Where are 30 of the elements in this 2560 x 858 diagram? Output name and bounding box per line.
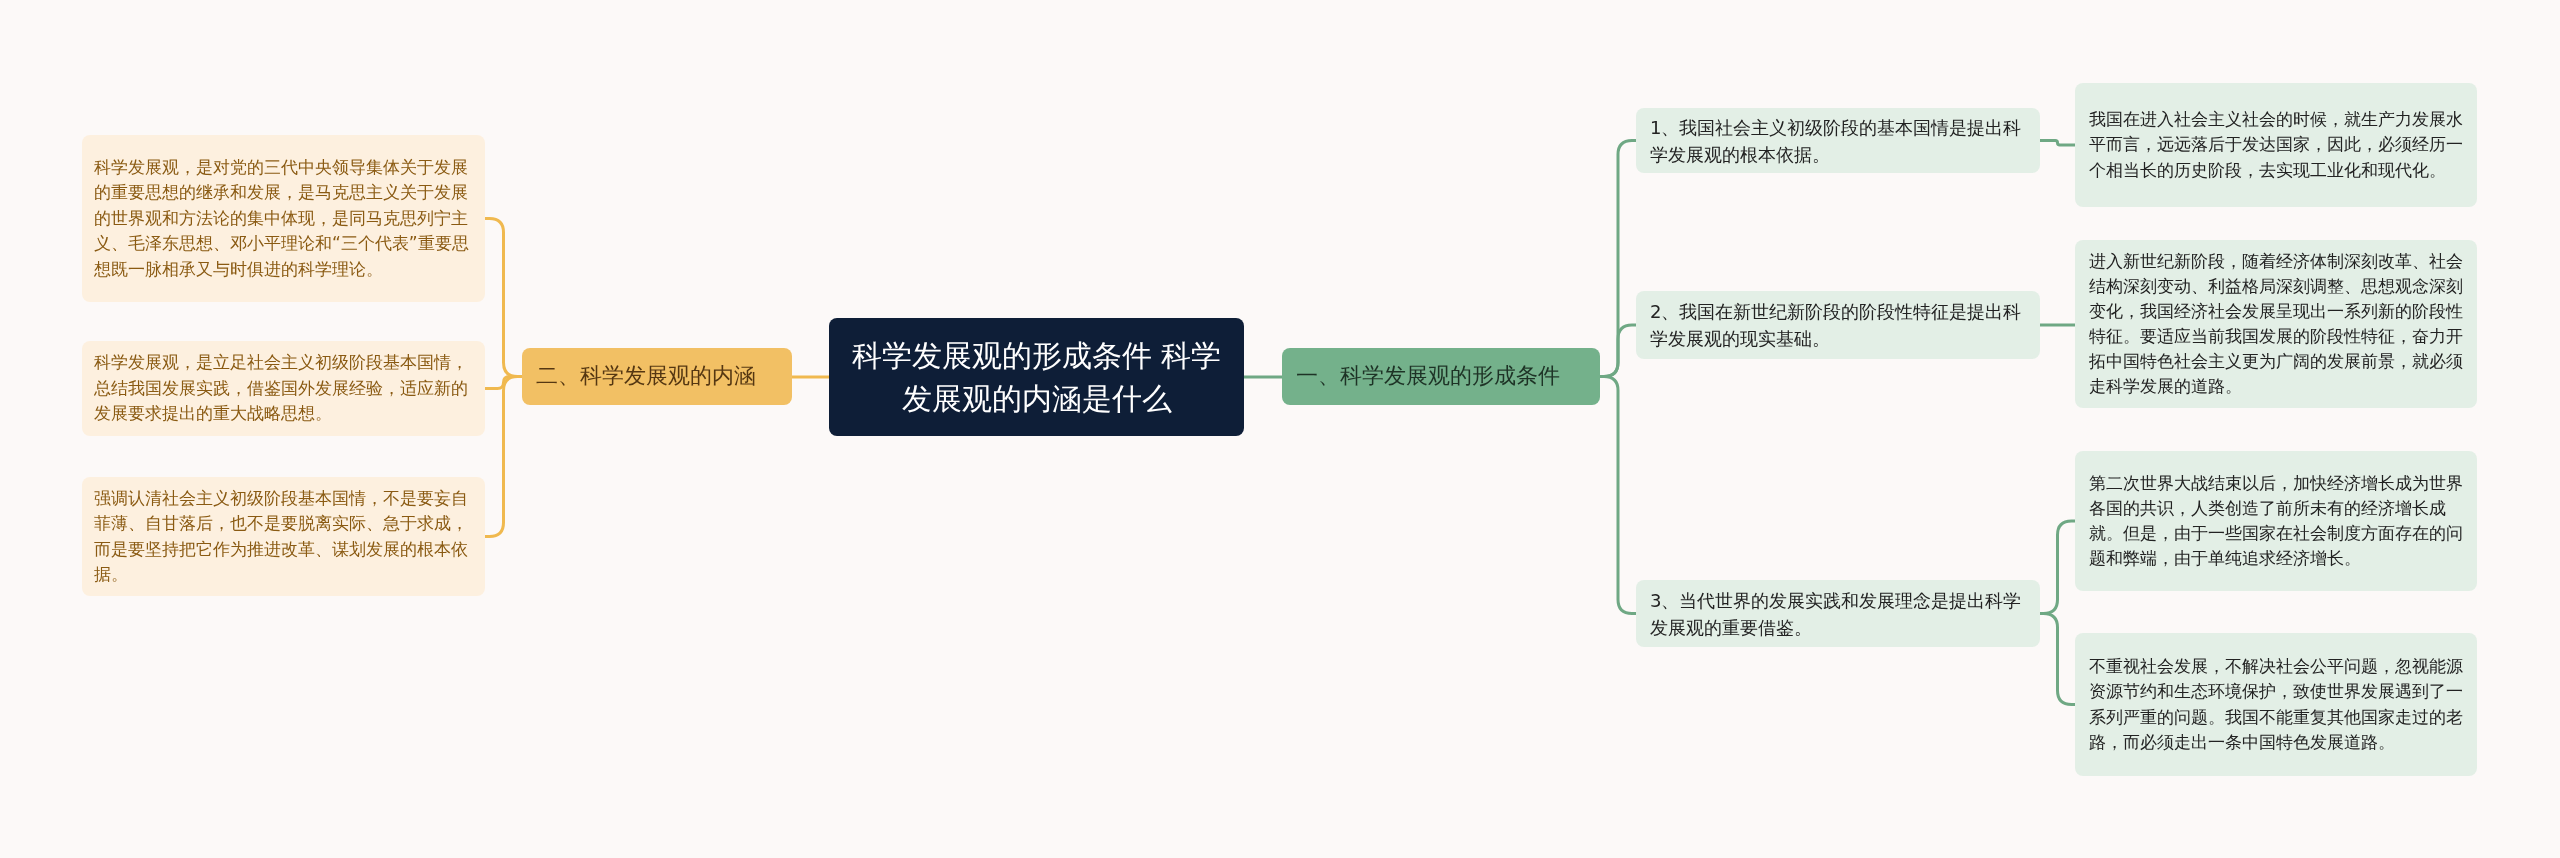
topic-text: 强调认清社会主义初级阶段基本国情，不是要妄自菲薄、自甘落后，也不是要脱离实际、急于求成，而是要坚持把它作为推进改革、谋划发展的根本依据。 [94, 486, 469, 586]
topic-text: 第二次世界大战结束以后，加快经济增长成为世界各国的共识，人类创造了前所未有的经济增长成就。但是，由于一些国家在社会制度方面存在的问题和弊端，由于单纯追求经济增长。 [2089, 471, 2463, 571]
connector-line [2040, 139, 2075, 147]
connector-line [2040, 323, 2075, 327]
detail-box [82, 135, 485, 302]
branch-box [522, 348, 792, 405]
subtopic-box [1636, 291, 2040, 359]
detail-box [2075, 240, 2477, 408]
topic-text: 1、我国社会主义初级阶段的基本国情是提出科学发展观的根本依据。 [1650, 115, 2023, 167]
topic-text: 3、当代世界的发展实践和发展理念是提出科学发展观的重要借鉴。 [1650, 588, 2023, 640]
topic-text: 科学发展观的形成条件 科学发展观的内涵是什么 [850, 336, 1223, 418]
subtopic-box [1636, 108, 2040, 173]
detail-box [2075, 83, 2477, 207]
detail-box [2075, 633, 2477, 776]
topic-text: 二、科学发展观的内涵 [536, 362, 756, 391]
topic-text: 2、我国在新世纪新阶段的阶段性特征是提出科学发展观的现实基础。 [1650, 300, 2023, 351]
connector-line [792, 375, 829, 379]
detail-box [82, 477, 485, 596]
branch-box [1282, 348, 1600, 405]
topic-text: 科学发展观，是对党的三代中央领导集体关于发展的重要思想的继承和发展，是马克思主义关于发展的世界观和方法论的集中体现，是同马克思列宁主义、毛泽东思想、邓小平理论和“三个代表”重要思想既一脉相承又与时俱进的科学理论。 [94, 155, 470, 281]
detail-box [2075, 451, 2477, 591]
topic-text: 科学发展观，是立足社会主义初级阶段基本国情，总结我国发展实践，借鉴国外发展经验，适应新的发展要求提出的重大战略思想。 [94, 351, 469, 426]
subtopic-box [1636, 580, 2040, 647]
topic-text: 不重视社会发展，不解决社会公平问题，忽视能源资源节约和生态环境保护，致使世界发展遇到了一系列严重的问题。我国不能重复其他国家走过的老路，而必须走出一条中国特色发展道路。 [2089, 655, 2463, 754]
topic-text: 一、科学发展观的形成条件 [1296, 362, 1560, 391]
topic-text: 进入新世纪新阶段，随着经济体制深刻改革、社会结构深刻变动、利益格局深刻调整、思想观念深刻变化，我国经济社会发展呈现出一系列新的阶段性特征。要适应当前我国发展的阶段性特征，奋力开拓中国特色社会主义更为广阔的发展前景，就必须走科学发展的道路。 [2089, 249, 2463, 399]
connector-line [1244, 375, 1282, 379]
topic-text: 我国在进入社会主义社会的时候，就生产力发展水平而言，远远落后于发达国家，因此，必须经历一个相当长的历史阶段，去实现工业化和现代化。 [2089, 108, 2463, 182]
detail-box [82, 341, 485, 436]
central-topic-box [829, 318, 1244, 436]
